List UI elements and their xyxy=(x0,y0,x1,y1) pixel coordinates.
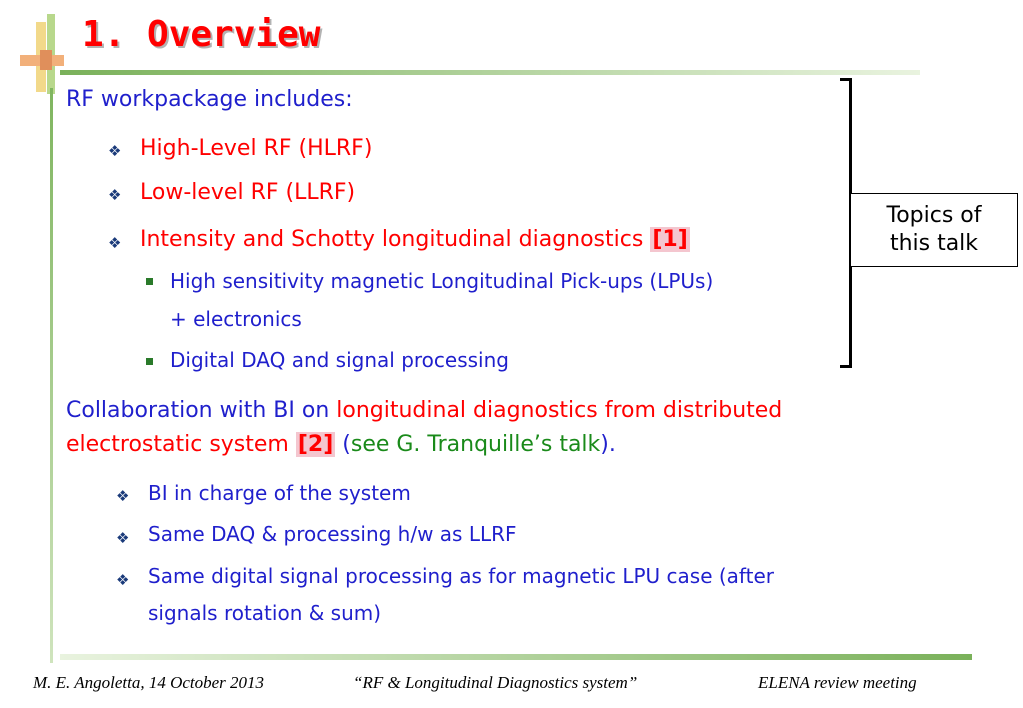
square-bullet-icon xyxy=(146,278,153,285)
collab-paragraph-line-2: electrostatic system [2] (see G. Tranqui… xyxy=(66,432,616,457)
collab-paragraph-line-1: Collaboration with BI on longitudinal di… xyxy=(66,398,782,423)
diamond-bullet-icon: ❖ xyxy=(108,186,122,204)
title-underline xyxy=(60,70,920,75)
collab-list-item: Same DAQ & processing h/w as LLRF xyxy=(148,522,517,546)
reference-badge: [1] xyxy=(650,227,690,252)
topics-callout-box: Topics of this talk xyxy=(850,193,1018,267)
diamond-bullet-icon: ❖ xyxy=(116,529,130,547)
reference-badge: [2] xyxy=(295,432,336,457)
footer-talk-title: “RF & Longitudinal Diagnostics system” xyxy=(353,673,638,692)
topics-line-1: Topics of xyxy=(886,203,982,228)
collab-list-item-continuation: signals rotation & sum) xyxy=(148,601,382,625)
sub-list-item: Digital DAQ and signal processing xyxy=(170,348,509,372)
slide-title: 1. Overview xyxy=(82,14,321,55)
diamond-bullet-icon: ❖ xyxy=(116,487,130,505)
footer-meeting: ELENA review meeting xyxy=(758,673,917,692)
diamond-bullet-icon: ❖ xyxy=(116,571,130,589)
square-bullet-icon xyxy=(146,358,153,365)
sub-list-item-continuation: + electronics xyxy=(170,307,302,331)
collab-highlight: longitudinal diagnostics from distribute… xyxy=(336,398,783,423)
collab-highlight: electrostatic system xyxy=(66,432,296,457)
topics-line-2: this talk xyxy=(889,231,979,256)
collab-text: ( xyxy=(335,432,351,457)
diamond-bullet-icon: ❖ xyxy=(108,142,122,160)
left-margin-line xyxy=(50,88,53,663)
collab-text: Collaboration with BI on xyxy=(66,398,337,423)
collab-list-item: BI in charge of the system xyxy=(148,481,411,505)
list-item-text: Intensity and Schotty longitudinal diagn… xyxy=(140,227,644,252)
footer-author: M. E. Angoletta, 14 October 2013 xyxy=(33,673,265,692)
list-item: High-Level RF (HLRF) xyxy=(140,136,373,161)
collab-talk-reference: see G. Tranquille’s talk xyxy=(350,432,601,457)
sub-list-item: High sensitivity magnetic Longitudinal P… xyxy=(170,269,714,293)
collab-list-item: Same digital signal processing as for ma… xyxy=(148,564,774,588)
list-item: Intensity and Schotty longitudinal diagn… xyxy=(140,227,690,252)
collab-text: ). xyxy=(600,432,616,457)
intro-text: RF workpackage includes: xyxy=(66,87,353,112)
footer-rule xyxy=(60,654,972,660)
corner-accent-square xyxy=(40,50,52,70)
diamond-bullet-icon: ❖ xyxy=(108,234,122,252)
list-item: Low-level RF (LLRF) xyxy=(140,180,356,205)
